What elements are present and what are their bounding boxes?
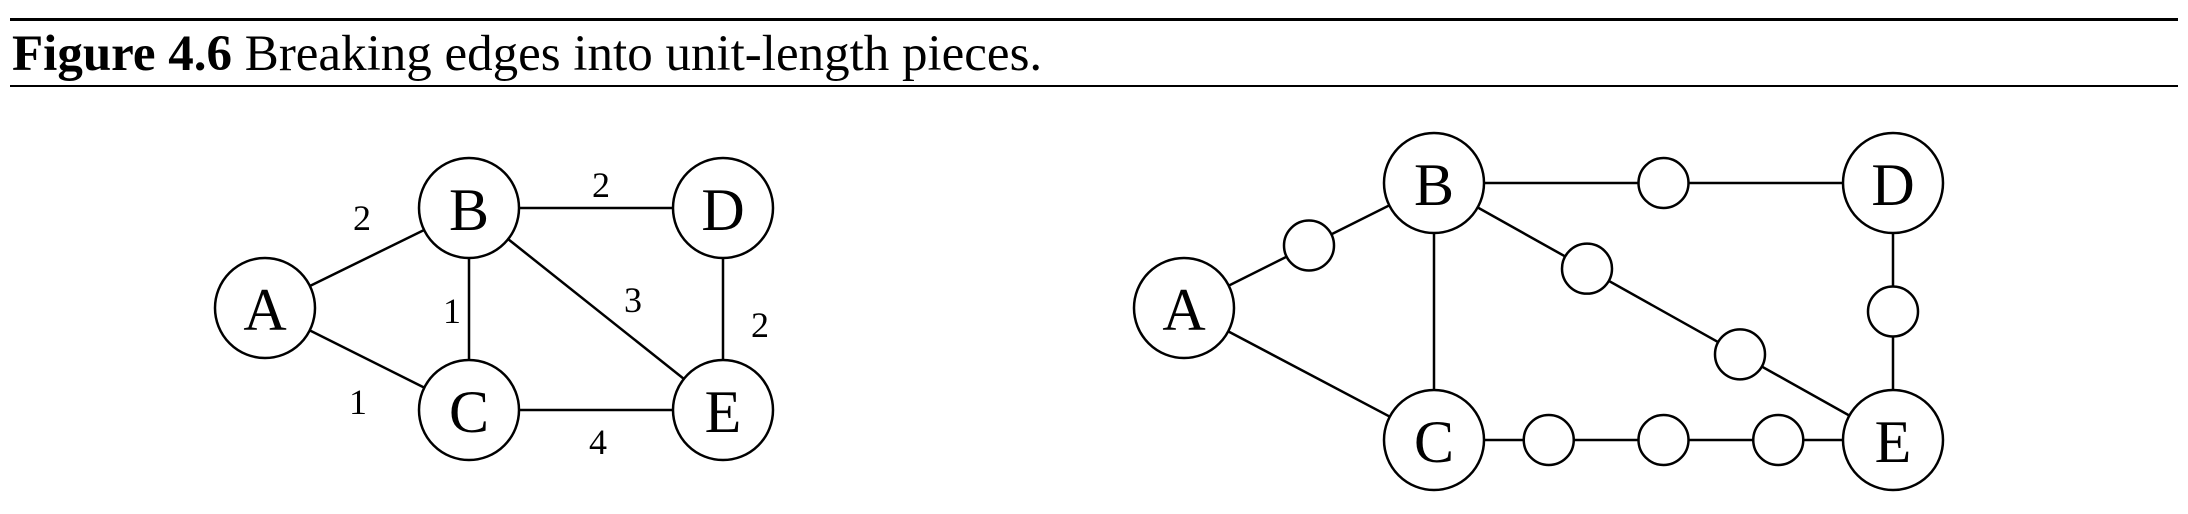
node-label-d: D [1871, 152, 1914, 218]
node-a: A [1132, 256, 1236, 360]
nodes: A B C D E [1132, 131, 1945, 492]
subdivision-node-c-e-3 [1752, 413, 1805, 467]
subdivision-node-c-e-1 [1522, 413, 1575, 467]
edge-b-e [468, 207, 724, 411]
figure-caption: Figure 4.6 Breaking edges into unit-leng… [12, 24, 1042, 84]
figure-label: Figure 4.6 [12, 26, 233, 82]
subdivision-node-a-b-1 [1282, 219, 1336, 272]
edge-weights: 2 1 1 2 3 4 2 [349, 165, 769, 462]
node-c: C [1382, 388, 1486, 492]
edge-weight-c-e: 4 [589, 422, 607, 462]
subdivision-node-c-e-2 [1637, 413, 1690, 467]
node-e: E [1841, 388, 1945, 492]
subdivision-nodes [1282, 156, 1920, 467]
nodes: A B C D E [213, 156, 775, 462]
edge-weight-b-d: 2 [592, 165, 610, 205]
edge-weight-b-e: 3 [624, 280, 642, 320]
node-label-e: E [705, 379, 742, 445]
node-label-c: C [449, 379, 489, 445]
subdivision-node-d-e-1 [1866, 285, 1920, 338]
subdivision-node-b-d-1 [1637, 156, 1690, 210]
caption-bottom-rule [10, 85, 2178, 87]
edge-weight-d-e: 2 [751, 305, 769, 345]
edges [1183, 181, 1895, 442]
node-label-b: B [1414, 152, 1454, 218]
node-c: C [417, 358, 521, 462]
node-label-b: B [449, 177, 489, 243]
node-label-a: A [1162, 277, 1205, 343]
node-label-c: C [1414, 409, 1454, 475]
node-label-a: A [243, 277, 286, 343]
node-d: D [671, 156, 775, 260]
node-b: B [1382, 131, 1486, 235]
subdivision-node-b-e-2 [1713, 328, 1767, 381]
figure-caption-text: Breaking edges into unit-length pieces. [244, 26, 1043, 82]
node-b: B [417, 156, 521, 260]
node-label-d: D [701, 177, 744, 243]
edge-b-e [1433, 181, 1894, 442]
unit-length-graph: A B C D E [1132, 131, 1945, 492]
node-label-e: E [1875, 409, 1912, 475]
edge-weight-b-c: 1 [443, 291, 461, 331]
subdivision-node-b-e-1 [1560, 242, 1614, 295]
edge-weight-a-c: 1 [349, 382, 367, 422]
caption-top-rule [10, 18, 2178, 21]
node-e: E [671, 358, 775, 462]
node-d: D [1841, 131, 1945, 235]
edge-weight-a-b: 2 [353, 198, 371, 238]
node-a: A [213, 256, 317, 360]
